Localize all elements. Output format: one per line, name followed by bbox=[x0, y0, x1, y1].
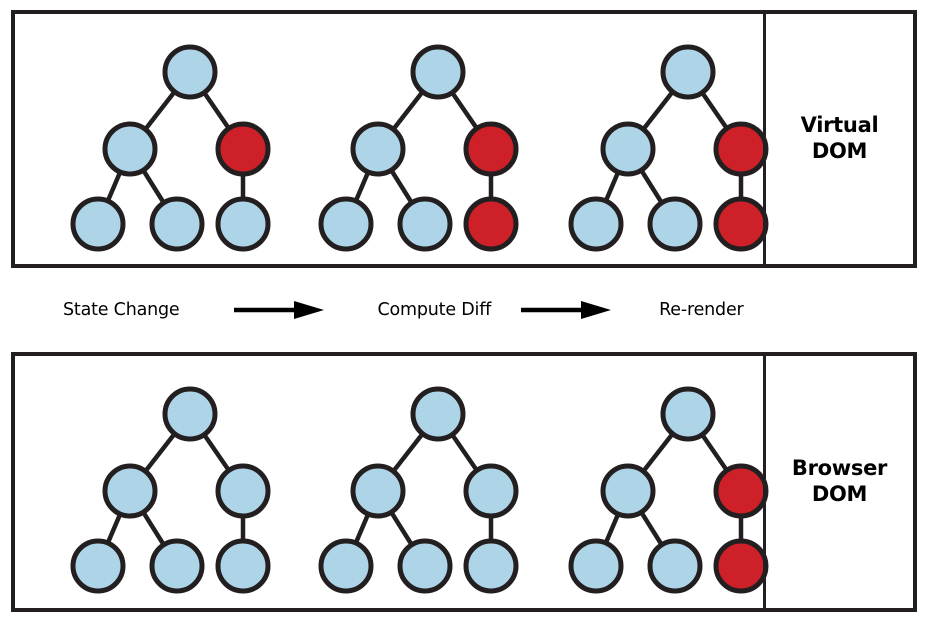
tree-node bbox=[660, 44, 716, 100]
tree-node bbox=[600, 121, 656, 177]
browser-dom-divider bbox=[763, 356, 766, 608]
tree-node bbox=[70, 196, 126, 252]
tree-node-changed bbox=[463, 121, 519, 177]
tree-node bbox=[410, 386, 466, 442]
virtual-dom-divider bbox=[763, 14, 766, 264]
virtual-dom-label: Virtual DOM bbox=[766, 14, 913, 264]
virtual-dom-tree-area bbox=[15, 14, 769, 264]
tree-node bbox=[215, 196, 271, 252]
transition-strip: State Change Compute Diff Re-render bbox=[11, 268, 917, 352]
tree-node bbox=[463, 463, 519, 519]
tree-node bbox=[215, 463, 271, 519]
tree-node bbox=[162, 44, 218, 100]
tree-node bbox=[397, 538, 453, 594]
browser-dom-label: Browser DOM bbox=[766, 356, 913, 608]
tree-node bbox=[102, 121, 158, 177]
tree-node bbox=[350, 121, 406, 177]
browser-dom-label-line2: DOM bbox=[811, 482, 868, 506]
flow-step-re-render: Re-render bbox=[659, 300, 744, 320]
tree-node bbox=[215, 538, 271, 594]
tree-node bbox=[70, 538, 126, 594]
browser-dom-panel: Browser DOM bbox=[11, 352, 917, 612]
arrow-right-icon-2 bbox=[519, 299, 613, 321]
arrow-right-icon-1 bbox=[232, 299, 326, 321]
flow-step-state-change: State Change bbox=[63, 300, 180, 320]
tree-node-changed bbox=[713, 538, 769, 594]
flow-row: State Change Compute Diff Re-render bbox=[63, 268, 763, 352]
tree-node bbox=[149, 196, 205, 252]
tree-node-changed bbox=[713, 121, 769, 177]
tree-node bbox=[397, 196, 453, 252]
tree-node bbox=[660, 386, 716, 442]
virtual-dom-tree-rerendered bbox=[568, 44, 769, 252]
tree-node bbox=[318, 538, 374, 594]
virtual-dom-tree-diffed bbox=[318, 44, 519, 252]
tree-node bbox=[149, 538, 205, 594]
tree-node bbox=[463, 538, 519, 594]
virtual-dom-label-line1: Virtual bbox=[800, 113, 879, 138]
browser-dom-tree-patched bbox=[568, 386, 769, 594]
browser-dom-tree-initial bbox=[70, 386, 271, 594]
virtual-dom-label-line2: DOM bbox=[811, 139, 868, 163]
tree-node bbox=[568, 538, 624, 594]
tree-node bbox=[410, 44, 466, 100]
browser-dom-tree-area bbox=[15, 356, 769, 608]
browser-dom-tree-unchanged bbox=[318, 386, 519, 594]
tree-node-changed bbox=[713, 463, 769, 519]
tree-node bbox=[647, 538, 703, 594]
tree-node bbox=[102, 463, 158, 519]
tree-node bbox=[162, 386, 218, 442]
browser-dom-label-line1: Browser bbox=[791, 456, 888, 481]
virtual-dom-panel: Virtual DOM bbox=[11, 10, 917, 268]
tree-node bbox=[600, 463, 656, 519]
tree-node-changed bbox=[215, 121, 271, 177]
tree-node-changed bbox=[463, 196, 519, 252]
tree-node bbox=[350, 463, 406, 519]
tree-node bbox=[647, 196, 703, 252]
tree-node-changed bbox=[713, 196, 769, 252]
tree-node bbox=[318, 196, 374, 252]
tree-node bbox=[568, 196, 624, 252]
virtual-dom-tree-initial bbox=[70, 44, 271, 252]
flow-step-compute-diff: Compute Diff bbox=[377, 300, 492, 320]
